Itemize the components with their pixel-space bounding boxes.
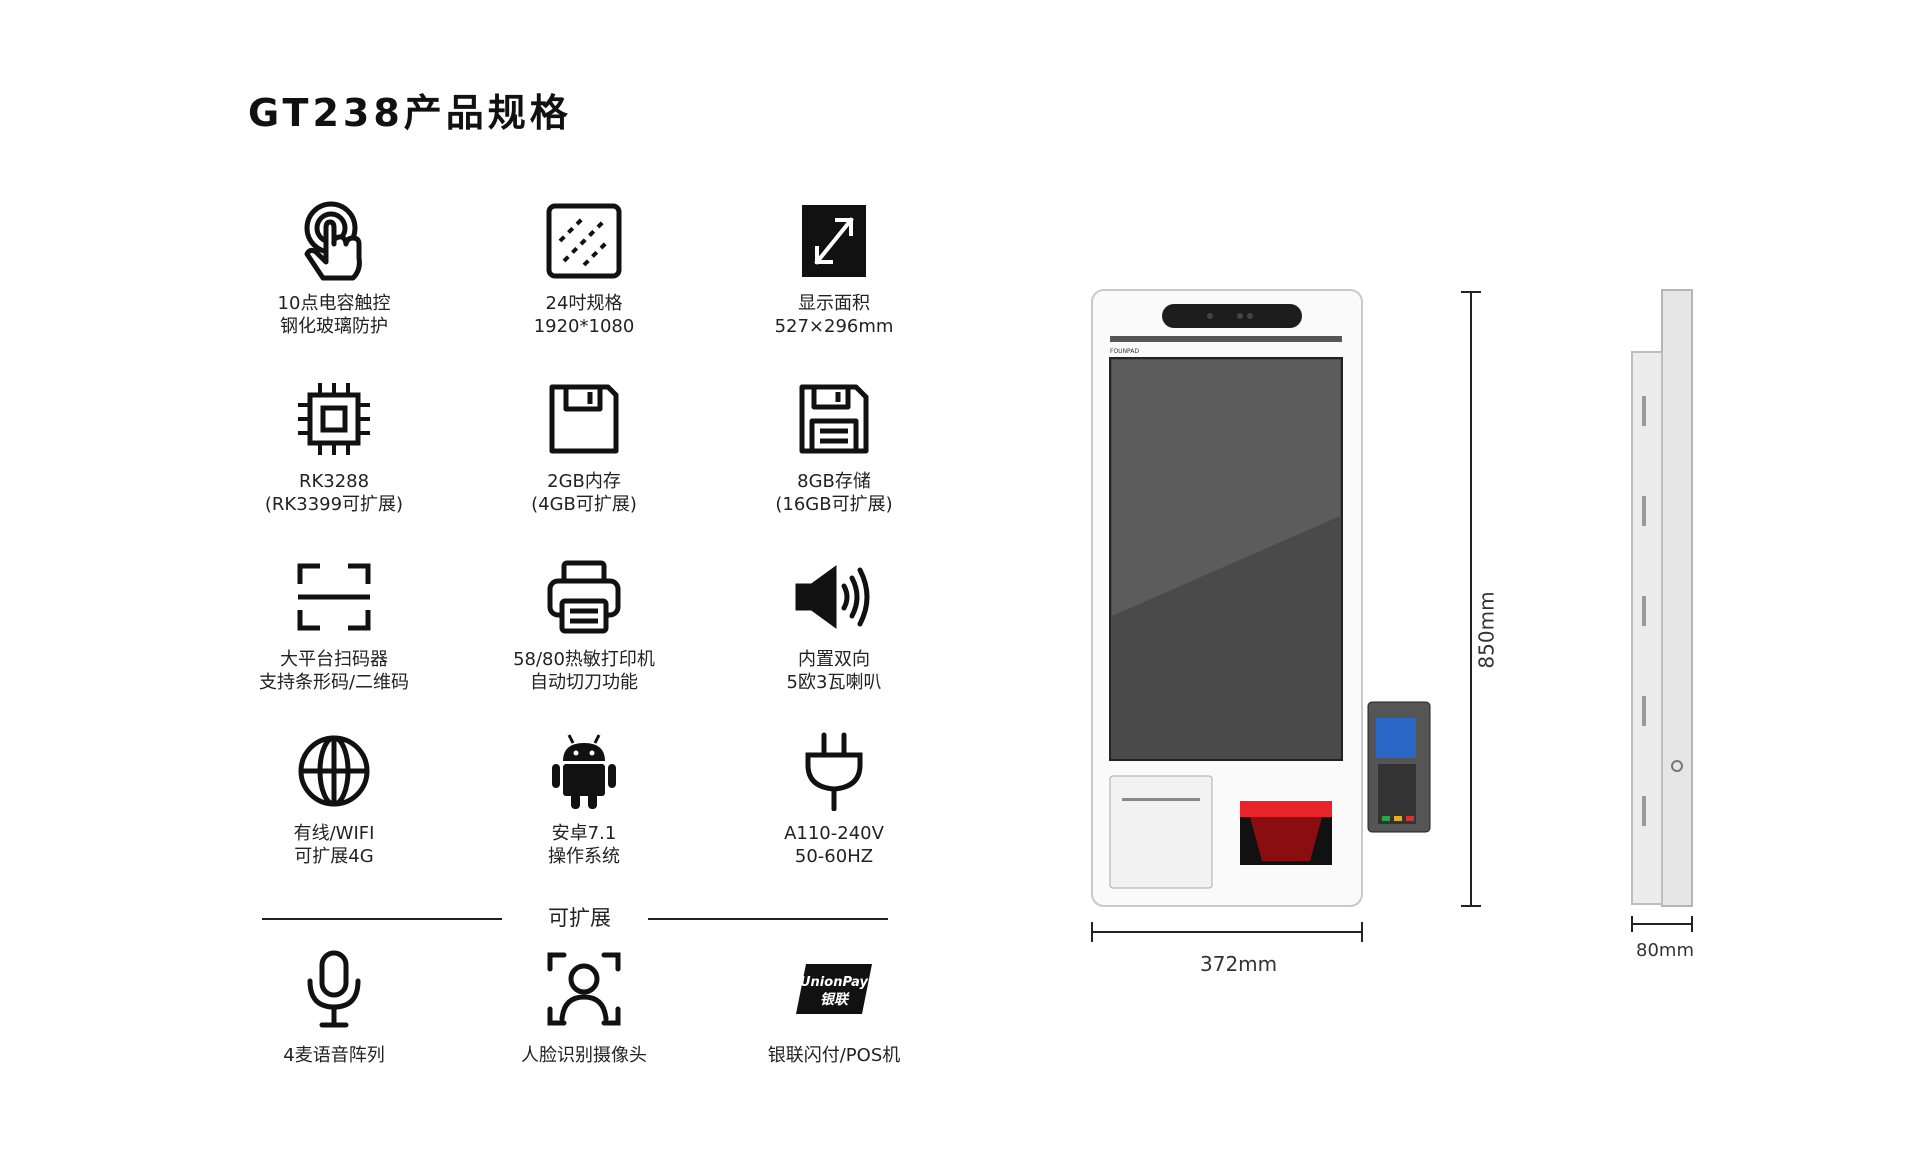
storage-icon <box>714 378 954 460</box>
spec-line: (4GB可扩展) <box>531 494 637 515</box>
spec-line: 可扩展4G <box>294 846 374 867</box>
cpu-chip-icon <box>214 378 454 460</box>
dimension-lines <box>1091 291 1481 942</box>
spec-line: 安卓7.1 <box>551 823 617 844</box>
spec-microphone: 4麦语音阵列 <box>214 948 454 1067</box>
spec-line: 10点电容触控 <box>277 293 391 314</box>
spec-line: 大平台扫码器 <box>280 649 388 670</box>
touch-hand-icon <box>214 200 454 282</box>
speaker-icon <box>714 556 954 638</box>
spec-line: 1920*1080 <box>533 316 635 337</box>
device-brand: FOUNPAD <box>1110 348 1139 355</box>
display-area-icon <box>714 200 954 282</box>
microphone-icon <box>214 948 454 1030</box>
height-dimension-label: 850mm <box>1474 591 1499 669</box>
spec-line: 自动切刀功能 <box>530 672 638 693</box>
spec-line: RK3288 <box>298 471 370 492</box>
scanner-icon <box>214 556 454 638</box>
camera-bar <box>1162 304 1302 328</box>
spec-line: 有线/WIFI <box>293 823 375 844</box>
unionpay-logo-text: UnionPay <box>800 975 869 990</box>
power-plug-icon <box>714 730 954 812</box>
spec-cpu: RK3288 (RK3399可扩展) <box>214 378 454 516</box>
memory-icon <box>464 378 704 460</box>
screen-size-icon <box>464 200 704 282</box>
spec-touch: 10点电容触控 钢化玻璃防护 <box>214 200 454 338</box>
page-title: GT238产品规格 <box>248 91 572 135</box>
spec-line: 50-60HZ <box>794 846 874 867</box>
expandable-label: 可扩展 <box>548 906 611 930</box>
printer-icon <box>464 556 704 638</box>
spec-line: 2GB内存 <box>547 471 621 492</box>
device-front-view: FOUNPAD <box>1091 289 1431 907</box>
android-icon <box>464 730 704 812</box>
device-side-view <box>1631 289 1693 932</box>
depth-dimension-label: 80mm <box>1636 940 1694 961</box>
unionpay-logo-icon: UnionPay 银联 <box>714 948 954 1030</box>
spec-display-area: 显示面积 527×296mm <box>714 200 954 338</box>
spec-line: A110-240V <box>784 823 884 844</box>
spec-line: 527×296mm <box>774 316 894 337</box>
spec-memory: 2GB内存 (4GB可扩展) <box>464 378 704 516</box>
spec-line: 4麦语音阵列 <box>283 1045 385 1066</box>
spec-screen-size: 24吋规格 1920*1080 <box>464 200 704 338</box>
spec-line: 人脸识别摄像头 <box>521 1045 647 1066</box>
spec-line: 5欧3瓦喇叭 <box>786 672 882 693</box>
spec-line: 显示面积 <box>798 293 870 314</box>
width-dimension-label: 372mm <box>1200 952 1278 976</box>
spec-line: (RK3399可扩展) <box>264 494 404 515</box>
spec-printer: 58/80热敏打印机 自动切刀功能 <box>464 556 704 694</box>
spec-line: 24吋规格 <box>545 293 623 314</box>
spec-line: 内置双向 <box>798 649 870 670</box>
spec-line: 支持条形码/二维码 <box>258 672 410 693</box>
printer-slot <box>1109 775 1213 889</box>
spec-network: 有线/WIFI 可扩展4G <box>214 730 454 868</box>
globe-network-icon <box>214 730 454 812</box>
divider-left <box>262 918 502 920</box>
spec-face-camera: 人脸识别摄像头 <box>464 948 704 1067</box>
spec-os: 安卓7.1 操作系统 <box>464 730 704 868</box>
spec-scanner: 大平台扫码器 支持条形码/二维码 <box>214 556 454 694</box>
spec-speaker: 内置双向 5欧3瓦喇叭 <box>714 556 954 694</box>
spec-line: 58/80热敏打印机 <box>513 649 655 670</box>
spec-line: 银联闪付/POS机 <box>767 1045 901 1066</box>
spec-unionpay: UnionPay 银联 银联闪付/POS机 <box>714 948 954 1067</box>
divider-right <box>648 918 888 920</box>
spec-storage: 8GB存储 (16GB可扩展) <box>714 378 954 516</box>
spec-line: (16GB可扩展) <box>775 494 893 515</box>
spec-line: 8GB存储 <box>797 471 871 492</box>
face-recognition-icon <box>464 948 704 1030</box>
spec-power: A110-240V 50-60HZ <box>714 730 954 868</box>
unionpay-logo-cn-text: 银联 <box>820 991 850 1008</box>
spec-line: 钢化玻璃防护 <box>280 316 388 337</box>
spec-line: 操作系统 <box>548 846 620 867</box>
